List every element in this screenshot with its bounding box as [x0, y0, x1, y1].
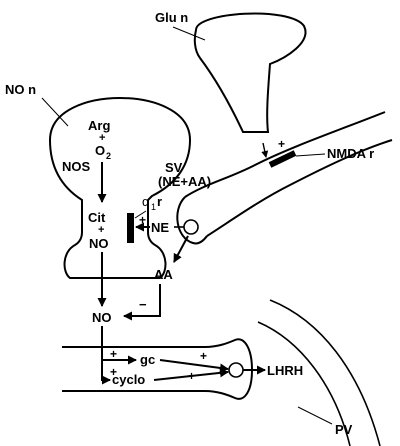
pv-leader: [297, 406, 333, 425]
gc-plus: +: [110, 347, 117, 361]
arg-label: Arg: [88, 118, 110, 133]
alpha1-receptor-bar: [127, 213, 134, 243]
aa-minus: −: [139, 297, 147, 312]
alpha1-subscript: 1: [151, 202, 156, 212]
alpha1-r-label: r: [157, 194, 162, 209]
synaptic-vesicle: [183, 219, 199, 235]
o2-label: O: [95, 143, 105, 158]
pv-outer-wall: [269, 299, 381, 446]
ne-axon-top: [184, 111, 386, 198]
gc-label: gc: [140, 352, 155, 367]
arg-plus: +: [99, 132, 105, 144]
no-to-gc-arrow: [101, 326, 137, 365]
cyclo-to-vesicle-arrow: [153, 368, 229, 381]
aa-to-no-arrow: [123, 284, 161, 321]
sv-content-label: (NE+AA): [158, 174, 211, 189]
ne-terminal-end: [176, 196, 208, 245]
no-neuron-label: NO n: [5, 82, 36, 97]
glu-neuron-body: [193, 12, 307, 133]
alpha1-plus: +: [139, 213, 146, 227]
cyclo-label: cyclo: [112, 372, 145, 387]
no-inside-label: NO: [89, 236, 109, 251]
nos-label: NOS: [62, 159, 91, 174]
gc-effect-plus: +: [200, 349, 207, 363]
o2-subscript: 2: [106, 151, 111, 161]
glu-release-arrow: [261, 142, 269, 158]
cyclo-effect-plus: +: [188, 369, 195, 383]
cit-label: Cit: [88, 210, 106, 225]
glu-neuron-label: Glu n: [155, 10, 188, 25]
alpha1-leader: [134, 210, 147, 219]
no-to-cyclo-arrow: [101, 360, 111, 385]
nmda-receptor-label: NMDA r: [327, 146, 374, 161]
ne-axon-bottom: [206, 139, 393, 237]
nmda-leader: [295, 153, 326, 157]
no-neuron-body: [48, 96, 192, 279]
pv-label: PV: [335, 422, 353, 437]
sv-label: SV: [165, 160, 183, 175]
no-neuron-leader: [41, 97, 69, 127]
nmda-plus: +: [278, 137, 285, 151]
alpha1-label: α: [142, 194, 150, 209]
cit-plus: +: [98, 224, 104, 236]
lhrh-label: LHRH: [267, 363, 303, 378]
cyclo-plus: +: [110, 365, 117, 379]
aa-label: AA: [154, 267, 173, 282]
ne-label: NE: [151, 220, 169, 235]
lhrh-vesicle: [228, 362, 244, 378]
no-outside-label: NO: [92, 310, 112, 325]
nmda-receptor-bar: [268, 150, 297, 168]
glu-neuron-leader: [172, 26, 206, 41]
vesicle-to-aa-arrow: [173, 235, 189, 263]
pv-inner-wall: [257, 321, 351, 446]
gc-to-vesicle-arrow: [159, 359, 229, 373]
